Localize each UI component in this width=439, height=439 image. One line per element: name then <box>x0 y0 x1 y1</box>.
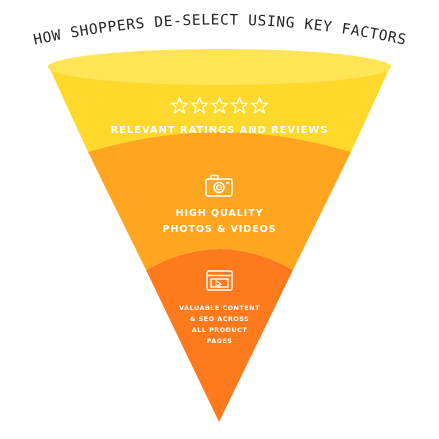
funnel-title: HOW SHOPPERS DE-SELECT USING KEY FACTORS <box>32 12 408 48</box>
stage-label-photos-line-1: HIGH QUALITY <box>176 208 264 219</box>
funnel-layer-bottom <box>146 249 293 422</box>
star-5-icon <box>250 96 269 115</box>
stage-label-content-line-1: VALUABLE CONTENT <box>179 304 260 312</box>
stage-label-content-line-4: PAGES <box>207 337 233 345</box>
star-rating-icon <box>170 96 269 115</box>
stage-label-content-line-3: ALL PRODUCT <box>192 326 248 334</box>
star-1-icon <box>170 96 189 115</box>
stage-label-photos-line-2: PHOTOS & VIDEOS <box>163 224 277 235</box>
star-4-icon <box>230 96 249 115</box>
funnel-rim <box>48 49 391 85</box>
star-3-icon <box>210 96 229 115</box>
webpage-cursor-icon <box>206 270 233 291</box>
stage-label-content-line-2: & SEO ACROSS <box>190 315 249 323</box>
star-2-icon <box>190 96 209 115</box>
funnel-layer-middle <box>88 132 351 270</box>
camera-icon <box>205 174 233 197</box>
stage-label-ratings: RELEVANT RATINGS AND REVIEWS <box>111 125 329 136</box>
funnel-title-path: HOW SHOPPERS DE-SELECT USING KEY FACTORS <box>32 12 407 48</box>
